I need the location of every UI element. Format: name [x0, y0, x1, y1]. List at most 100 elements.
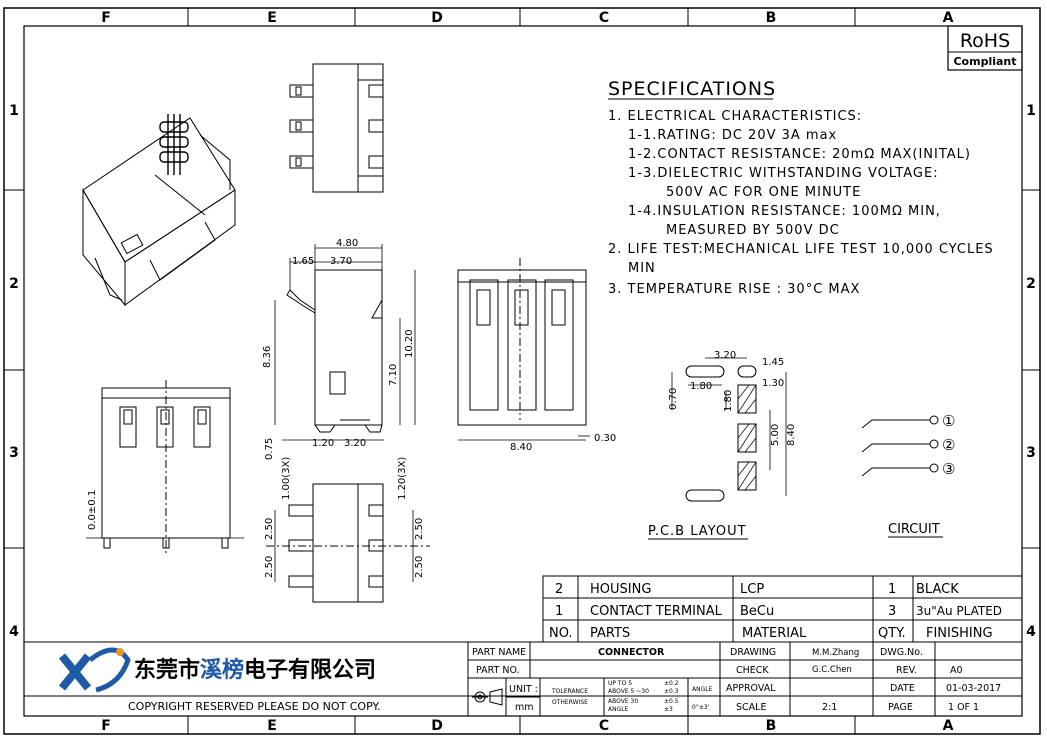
unit-label: UNIT :: [509, 684, 538, 695]
row-label-left: 2: [9, 276, 19, 292]
tol-row: ±3: [664, 706, 673, 713]
dim-label: 1.80: [723, 390, 734, 412]
drawing-value: M.M.Zhang: [812, 648, 859, 658]
scale-label: SCALE: [736, 702, 766, 713]
spec-line: 1. ELECTRICAL CHARACTERISTICS:: [608, 109, 862, 124]
bom-no: 1: [555, 604, 563, 619]
rev-value: A0: [950, 665, 963, 676]
rev-label: REV.: [896, 665, 917, 676]
tol-row: ±0.2: [664, 680, 679, 687]
part-name-label: PART NAME: [472, 647, 526, 658]
circuit-pin: ②: [942, 436, 955, 454]
rear-view: [86, 380, 244, 555]
dim-label: 1.45: [762, 357, 784, 368]
dim-label: 8.36: [262, 346, 273, 368]
angle-label: ANGLE: [692, 686, 713, 693]
dim-label: 2.50: [414, 556, 425, 578]
tolerance-label: OTHERWISE: [552, 699, 588, 706]
bottom-view: [266, 483, 430, 603]
col-label-bottom: D: [431, 718, 443, 734]
check-value: G.C.Chen: [812, 665, 852, 675]
bom-header-material: MATERIAL: [742, 626, 807, 641]
page-value: 1 OF 1: [948, 702, 979, 713]
dim-label: 1.30: [762, 378, 784, 389]
dwg-label: DWG.No.: [880, 647, 923, 658]
dim-label: 1.00(3X): [281, 457, 292, 500]
isometric-view: [82, 114, 236, 307]
col-label-top: E: [267, 10, 277, 26]
dim-label: 0.70: [668, 388, 679, 410]
company-name-b: 溪榜: [200, 657, 244, 683]
col-label-bottom: F: [101, 718, 111, 734]
row-label-left: 3: [9, 445, 19, 461]
rohs-badge: RoHS Compliant: [947, 25, 1023, 71]
spec-line: MIN: [628, 261, 656, 276]
rohs-compliant: Compliant: [953, 55, 1016, 68]
company-name: 东莞市 溪榜 电子有限公司: [134, 657, 376, 683]
row-label-right: 1: [1026, 103, 1036, 119]
bom-qty: 3: [888, 604, 896, 619]
pcb-layout-label: P.C.B LAYOUT: [648, 524, 747, 539]
check-label: CHECK: [736, 665, 769, 676]
dim-label: 2.50: [264, 518, 275, 540]
col-label-top: C: [599, 10, 609, 26]
dim-label: 5.00: [770, 424, 781, 446]
company-logo: [58, 647, 131, 693]
bom-finish: 3u"Au PLATED: [916, 604, 1002, 618]
spec-line: 1-4.INSULATION RESISTANCE: 100MΩ MIN,: [628, 204, 941, 219]
rohs-title: RoHS: [960, 30, 1010, 52]
dim-label: 10.20: [404, 329, 415, 358]
spec-line: 2. LIFE TEST:MECHANICAL LIFE TEST 10,000…: [608, 242, 994, 257]
copyright-notice: COPYRIGHT RESERVED PLEASE DO NOT COPY.: [128, 700, 380, 713]
company-name-c: 电子有限公司: [244, 657, 376, 683]
row-label-right: 4: [1026, 624, 1036, 640]
pcb-dims: 3.20 1.45 1.80 1.30 0.70 1.80 5.00 8.40: [668, 350, 797, 446]
spec-line: 1-1.RATING: DC 20V 3A max: [628, 128, 837, 143]
dim-label: 2.50: [414, 518, 425, 540]
bom-part: CONTACT TERMINAL: [590, 604, 723, 619]
spec-title: SPECIFICATIONS: [608, 78, 776, 100]
pcb-layout: [671, 357, 787, 502]
dim-label: 8.40: [510, 442, 532, 453]
dim-label: 4.80: [336, 238, 358, 249]
side-view: [274, 244, 416, 441]
dim-label: 0.0±0.1: [87, 490, 98, 530]
dim-label: 0.75: [264, 438, 275, 460]
scale-value: 2:1: [822, 702, 837, 713]
part-no-label: PART NO.: [476, 665, 520, 676]
dim-label: 3.20: [714, 350, 736, 361]
row-label-right: 2: [1026, 276, 1036, 292]
dim-label: 1.80: [690, 381, 712, 392]
col-label-top: D: [431, 10, 443, 26]
top-view: [289, 63, 384, 193]
spec-line: MEASURED BY 500V DC: [666, 223, 840, 238]
spec-line: 1-2.CONTACT RESISTANCE: 20mΩ MAX(INITAL): [628, 147, 971, 162]
bom-header-no: NO.: [549, 626, 573, 641]
col-label-top: F: [101, 10, 111, 26]
dim-label: 1.20(3X): [397, 457, 408, 500]
dim-label: 3.70: [330, 256, 352, 267]
tol-row: ±0.5: [664, 698, 679, 705]
drawing-label: DRAWING: [730, 647, 776, 658]
date-value: 01-03-2017: [946, 683, 1001, 694]
bom-material: BeCu: [740, 604, 774, 619]
bom-header-finish: FINISHING: [926, 626, 993, 641]
title-block: [23, 641, 1023, 717]
dim-label: 2.50: [264, 556, 275, 578]
tolerance-label: TOLERANCE: [551, 688, 588, 695]
circuit-pin: ③: [942, 460, 955, 478]
date-label: DATE: [890, 683, 915, 694]
col-label-bottom: B: [766, 718, 777, 734]
spec-line: 1-3.DIELECTRIC WITHSTANDING VOLTAGE:: [628, 166, 939, 181]
bom-header-qty: QTY.: [878, 626, 906, 641]
dim-label: 1.65: [292, 256, 314, 267]
bom-no: 2: [555, 582, 563, 597]
tol-row: ANGLE: [608, 706, 629, 713]
col-label-bottom: C: [599, 718, 609, 734]
company-name-a: 东莞市: [134, 657, 200, 683]
row-label-right: 3: [1026, 445, 1036, 461]
row-label-left: 1: [9, 103, 19, 119]
row-label-left: 4: [9, 624, 19, 640]
circuit-diagram: [861, 415, 939, 477]
